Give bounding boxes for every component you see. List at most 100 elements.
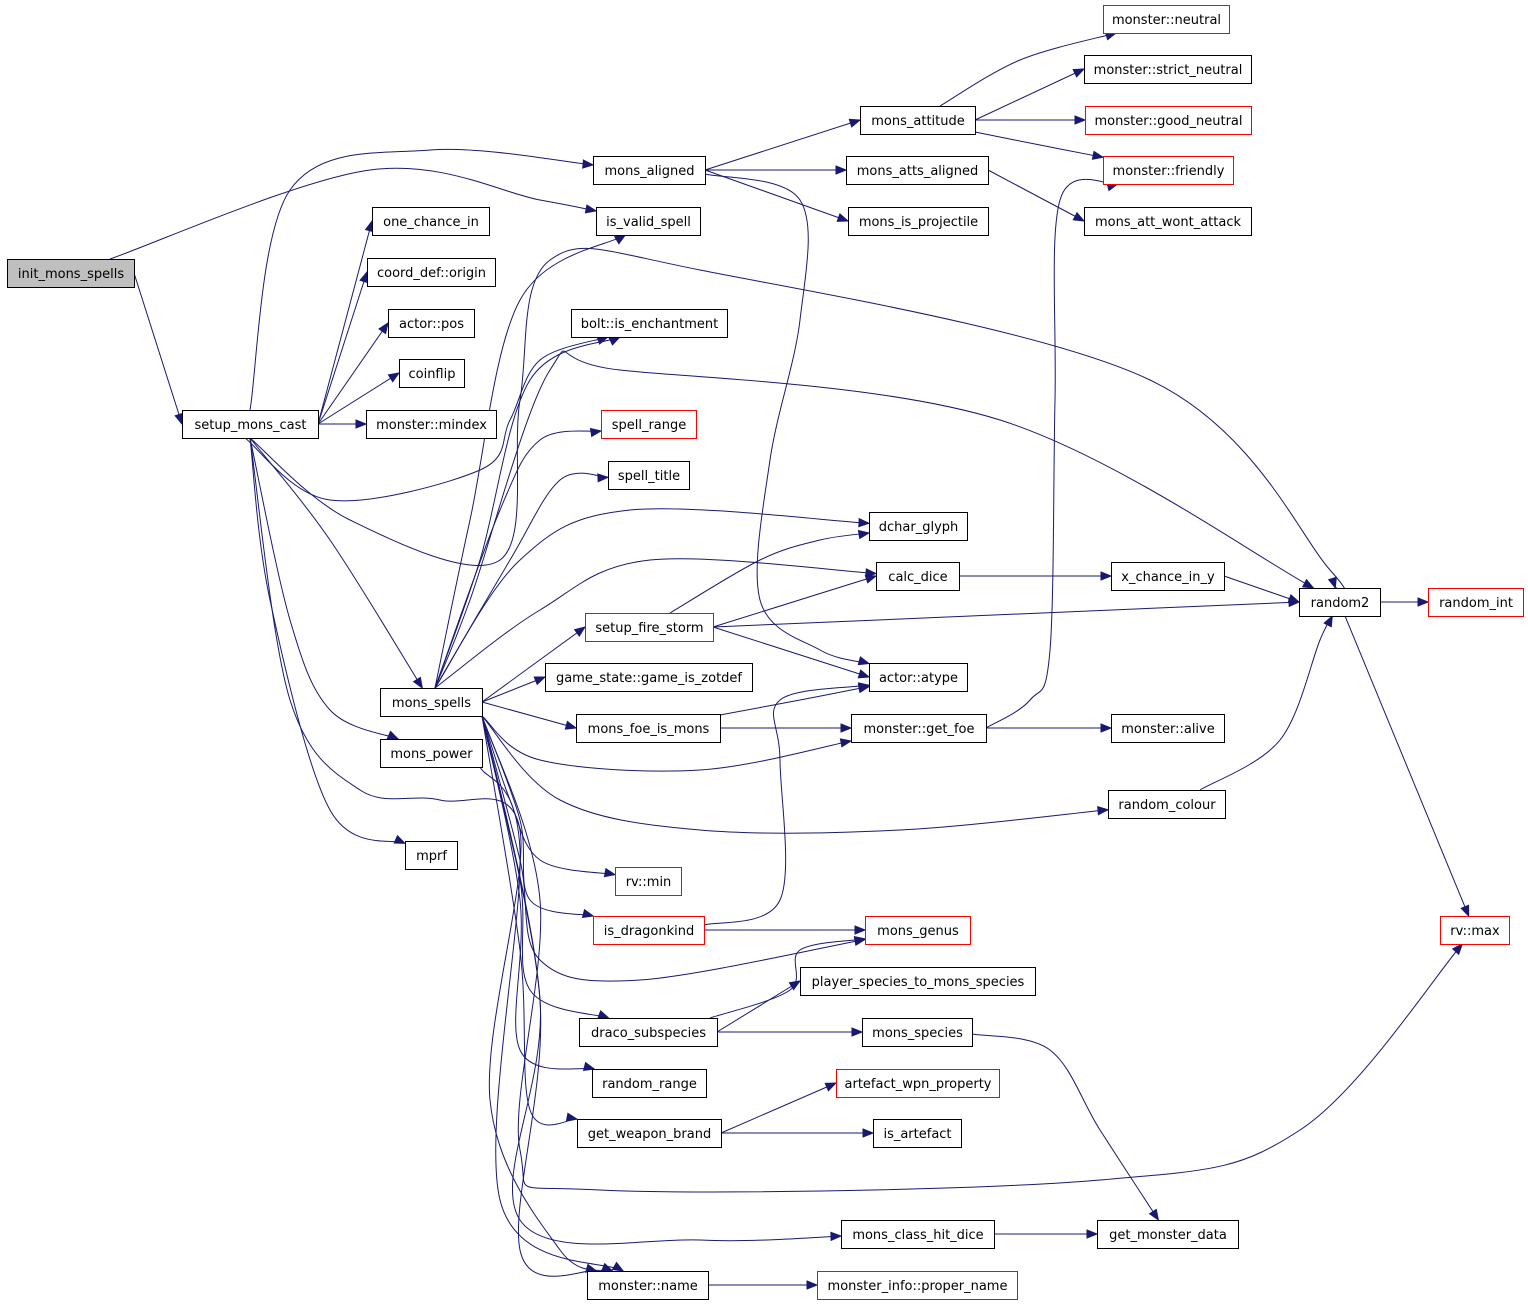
edge-arrowhead <box>378 321 389 335</box>
node-label: monster::get_foe <box>864 722 975 737</box>
edge-arrowhead <box>1097 806 1110 816</box>
node-mons-power[interactable]: mons_power <box>380 739 483 768</box>
node-mons-att-wont-attack[interactable]: mons_att_wont_attack <box>1084 207 1252 236</box>
node-game-is-zotdef[interactable]: game_state::game_is_zotdef <box>545 663 753 692</box>
node-label: mons_is_projectile <box>859 215 978 230</box>
node-label: monster::alive <box>1121 722 1214 737</box>
edge-mons_spells-to-random_colour <box>481 715 1110 834</box>
edge-arrowhead <box>848 118 862 128</box>
node-rv-min[interactable]: rv::min <box>615 867 682 896</box>
node-box <box>587 1271 709 1300</box>
edge-arrowhead <box>582 1061 596 1071</box>
node-label: mprf <box>416 849 447 864</box>
edge-arrowhead <box>1451 942 1464 956</box>
node-box <box>399 359 465 388</box>
node-mons-genus[interactable]: mons_genus <box>865 916 971 945</box>
node-get-monster-data[interactable]: get_monster_data <box>1097 1220 1239 1249</box>
node-draco-subspecies[interactable]: draco_subspecies <box>579 1018 718 1047</box>
node-random-int[interactable]: random_int <box>1428 588 1524 617</box>
node-mons-aligned[interactable]: mons_aligned <box>593 156 706 185</box>
node-actor-atype[interactable]: actor::atype <box>869 663 968 692</box>
node-actor-pos[interactable]: actor::pos <box>388 309 475 338</box>
edge-line <box>434 508 870 689</box>
node-artefact-wpn-property[interactable]: artefact_wpn_property <box>836 1069 1000 1098</box>
node-label: dchar_glyph <box>879 520 959 535</box>
node-box <box>1111 714 1225 743</box>
edge-mons_attitude-to-monster_strict_neutral <box>974 68 1086 121</box>
node-label: monster::neutral <box>1112 13 1221 28</box>
edge-mons_spells-to-get_weapon_brand <box>481 715 579 1126</box>
node-label: monster::friendly <box>1113 164 1225 179</box>
node-monster-friendly[interactable]: monster::friendly <box>1103 156 1234 185</box>
node-box <box>851 714 987 743</box>
node-is-dragonkind[interactable]: is_dragonkind <box>593 916 705 945</box>
edge-line <box>985 179 1118 729</box>
node-calc-dice[interactable]: calc_dice <box>876 562 960 591</box>
edge-arrowhead <box>854 925 867 935</box>
node-mons-class-hit-dice[interactable]: mons_class_hit_dice <box>841 1220 995 1249</box>
node-random-colour[interactable]: random_colour <box>1108 790 1226 819</box>
node-label: mons_spells <box>392 696 471 711</box>
edge-line <box>703 684 870 926</box>
edge-line <box>481 715 1463 1193</box>
node-label: random2 <box>1311 596 1370 611</box>
node-one-chance-in[interactable]: one_chance_in <box>372 207 490 236</box>
node-label: mons_aligned <box>604 164 694 179</box>
node-coord-origin[interactable]: coord_def::origin <box>367 258 496 287</box>
edge-arrowhead <box>1100 571 1113 581</box>
node-random-range[interactable]: random_range <box>592 1069 707 1098</box>
node-box <box>836 1069 1000 1098</box>
edge-line <box>317 271 368 425</box>
node-is-valid-spell[interactable]: is_valid_spell <box>596 207 701 236</box>
node-mons-is-projectile[interactable]: mons_is_projectile <box>848 207 989 236</box>
node-setup-fire-storm[interactable]: setup_fire_storm <box>585 613 714 642</box>
node-monster-get-foe[interactable]: monster::get_foe <box>851 714 987 743</box>
edge-arrowhead <box>1301 578 1315 589</box>
node-monster-good-neutral[interactable]: monster::good_neutral <box>1085 106 1252 135</box>
node-random2[interactable]: random2 <box>1299 588 1381 617</box>
node-monster-neutral[interactable]: monster::neutral <box>1103 5 1230 34</box>
node-mons-attitude[interactable]: mons_attitude <box>860 106 976 135</box>
node-mons-species[interactable]: mons_species <box>862 1018 973 1047</box>
edge-arrowhead <box>840 723 853 733</box>
node-box <box>596 207 701 236</box>
node-get-weapon-brand[interactable]: get_weapon_brand <box>577 1119 722 1148</box>
edge-arrowhead <box>1086 1229 1099 1239</box>
edge-mons_spells-to-spell_title <box>434 472 610 689</box>
node-label: coinflip <box>408 367 455 382</box>
node-label: init_mons_spells <box>18 267 124 282</box>
node-coinflip[interactable]: coinflip <box>399 359 465 388</box>
node-spell-range[interactable]: spell_range <box>601 410 697 439</box>
node-mons-atts-aligned[interactable]: mons_atts_aligned <box>846 156 989 185</box>
node-box <box>592 1069 707 1098</box>
node-rv-max[interactable]: rv::max <box>1440 916 1510 945</box>
node-is-artefact[interactable]: is_artefact <box>873 1119 962 1148</box>
edge-arrowhead <box>533 676 547 686</box>
node-setup-mons-cast[interactable]: setup_mons_cast <box>182 410 319 439</box>
edge-line <box>317 322 389 425</box>
node-spell-title[interactable]: spell_title <box>608 461 690 490</box>
node-monster-alive[interactable]: monster::alive <box>1111 714 1225 743</box>
edge-init_mons_spells-to-setup_mons_cast <box>133 272 184 426</box>
node-x-chance-in-y[interactable]: x_chance_in_y <box>1111 562 1225 591</box>
edge-arrowhead <box>1100 723 1113 733</box>
node-monster-mindex[interactable]: monster::mindex <box>366 410 497 439</box>
node-monster-strict-neutral[interactable]: monster::strict_neutral <box>1084 55 1252 84</box>
edge-mons_spells-to-random2 <box>434 350 1315 689</box>
node-monster-name[interactable]: monster::name <box>587 1271 709 1300</box>
node-proper-name[interactable]: monster_info::proper_name <box>817 1271 1018 1300</box>
node-label: monster::name <box>598 1279 697 1294</box>
edge-line <box>249 247 1346 592</box>
node-box <box>848 207 989 236</box>
edge-setup_mons_cast-to-mons_spells <box>249 437 424 690</box>
node-mons-spells[interactable]: mons_spells <box>380 688 483 717</box>
node-player-species-to-mons-species[interactable]: player_species_to_mons_species <box>800 967 1036 996</box>
edge-mons_attitude-to-monster_good_neutral <box>975 115 1087 125</box>
node-mprf[interactable]: mprf <box>405 841 458 870</box>
node-mons-foe-is-mons[interactable]: mons_foe_is_mons <box>576 714 721 743</box>
node-bolt-is-enchantment[interactable]: bolt::is_enchantment <box>571 309 728 338</box>
edge-line <box>317 220 373 425</box>
nodes-layer: init_mons_spells setup_mons_cast mons_alig… <box>7 5 1524 1300</box>
node-dchar-glyph[interactable]: dchar_glyph <box>869 512 968 541</box>
node-box <box>1084 55 1252 84</box>
